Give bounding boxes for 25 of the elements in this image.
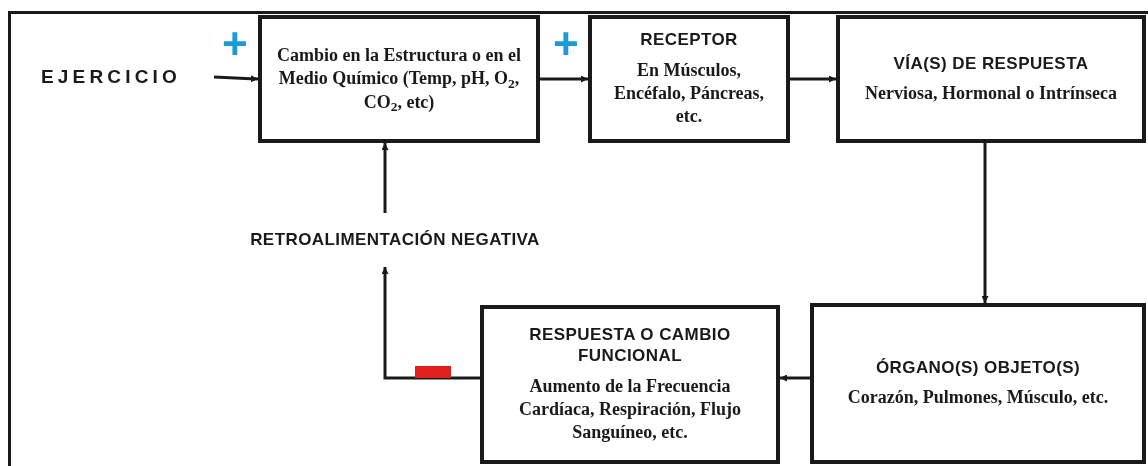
arrow bbox=[213, 75, 259, 83]
arrow bbox=[790, 75, 836, 83]
box-text: Corazón, Pulmones, Músculo, etc. bbox=[847, 386, 1109, 410]
box-heading: ÓRGANO(S) OBJETO(S) bbox=[875, 357, 1081, 379]
box-heading: RESPUESTA O CAMBIO FUNCIONAL bbox=[528, 324, 732, 367]
plus-sign: + bbox=[553, 24, 579, 64]
input-label: EJERCICIO bbox=[8, 64, 214, 90]
box-heading: VÍA(S) DE RESPUESTA bbox=[893, 52, 1089, 74]
arrow bbox=[381, 143, 389, 213]
plus-sign: + bbox=[222, 24, 248, 64]
box-text: Nerviosa, Hormonal o Intrínseca bbox=[865, 81, 1117, 105]
process-box bbox=[810, 303, 1146, 464]
arrow bbox=[540, 75, 588, 83]
arrow bbox=[381, 267, 480, 380]
box-text: Cambio en la Estructura o en el Medio Químico (Temp, pH, O$_{2}$, CO$_{2}$, etc) bbox=[276, 43, 522, 115]
arrow bbox=[780, 374, 810, 382]
feedback-label: RETROALIMENTACIÓN NEGATIVA bbox=[250, 213, 540, 267]
box-text: Aumento de la Frecuencia Cardíaca, Respiración, Flujo Sanguíneo, etc. bbox=[518, 374, 742, 445]
process-box bbox=[836, 15, 1146, 143]
box-heading: RECEPTOR bbox=[640, 29, 738, 51]
arrow bbox=[981, 143, 989, 303]
process-box bbox=[588, 15, 790, 143]
process-box bbox=[258, 15, 540, 143]
box-text: En Músculos, Encéfalo, Páncreas, etc. bbox=[612, 58, 766, 129]
process-box bbox=[480, 305, 780, 464]
